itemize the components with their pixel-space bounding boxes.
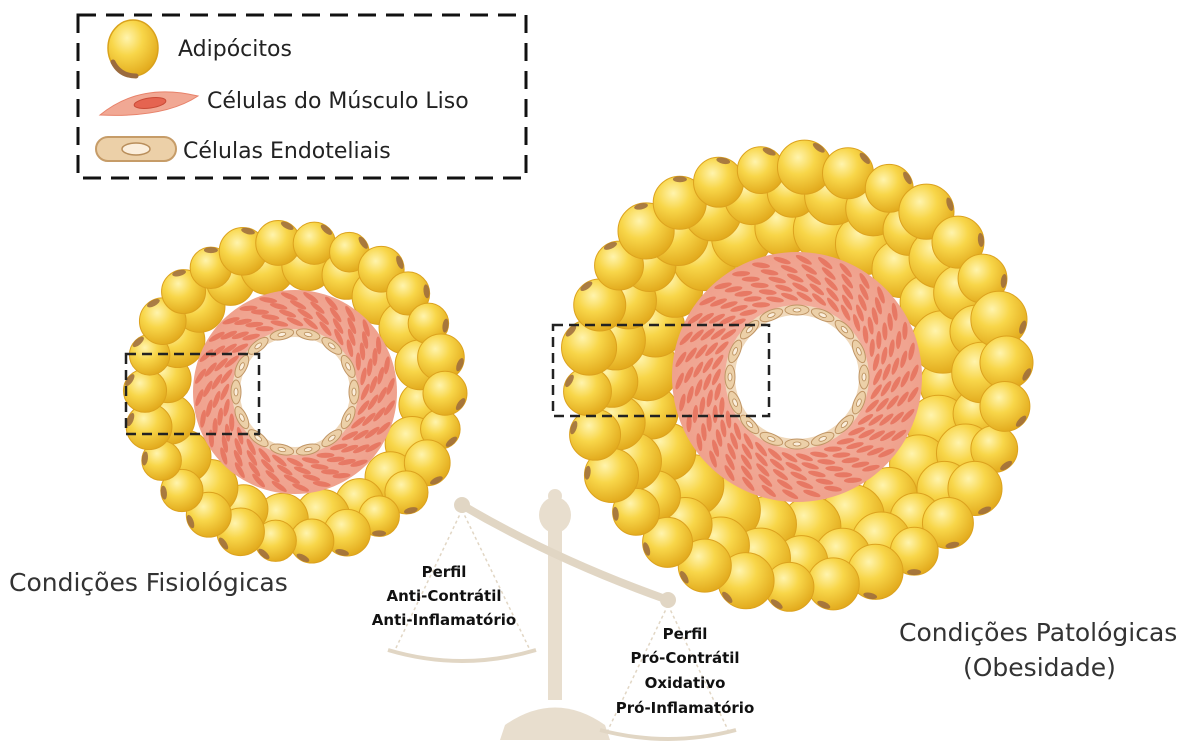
- physiological-label: Condições Fisiológicas: [9, 568, 288, 597]
- adipocyte-cell: [293, 222, 335, 264]
- physiological-vessel: [123, 220, 467, 564]
- legend-smooth-muscle-label: Células do Músculo Liso: [207, 89, 469, 114]
- legend: Adipócitos Células do Músculo Liso Célul…: [78, 15, 526, 178]
- right-profile-line-1: Perfil: [663, 625, 708, 643]
- adipocyte-cell: [980, 381, 1030, 431]
- right-profile-line-3: Oxidativo: [645, 674, 726, 692]
- left-profile-line-3: Anti-Inflamatório: [372, 611, 516, 629]
- left-profile-line-2: Anti-Contrátil: [387, 587, 502, 605]
- right-lumen: [735, 315, 859, 439]
- left-profile-line-1: Perfil: [422, 563, 467, 581]
- pathological-label-line2: (Obesidade): [963, 653, 1116, 682]
- adipocyte-icon: [108, 20, 158, 76]
- adipocyte-cell: [807, 558, 859, 611]
- adipocyte-cell: [737, 146, 784, 194]
- endothelial-icon: [96, 137, 176, 161]
- pathological-vessel: [562, 140, 1034, 611]
- adipocyte-cell: [694, 156, 744, 207]
- pathological-label-line1: Condições Patológicas: [899, 618, 1177, 647]
- right-profile-line-2: Pró-Contrátil: [630, 649, 739, 667]
- adipocyte-cell: [123, 369, 166, 412]
- right-profile-line-4: Pró-Inflamatório: [616, 699, 755, 717]
- legend-endothelial-label: Células Endoteliais: [183, 139, 391, 164]
- adipocyte-cell: [423, 371, 467, 415]
- legend-adipocytes-label: Adipócitos: [178, 37, 292, 62]
- anti-profile-text: Perfil Anti-Contrátil Anti-Inflamatório: [372, 563, 516, 629]
